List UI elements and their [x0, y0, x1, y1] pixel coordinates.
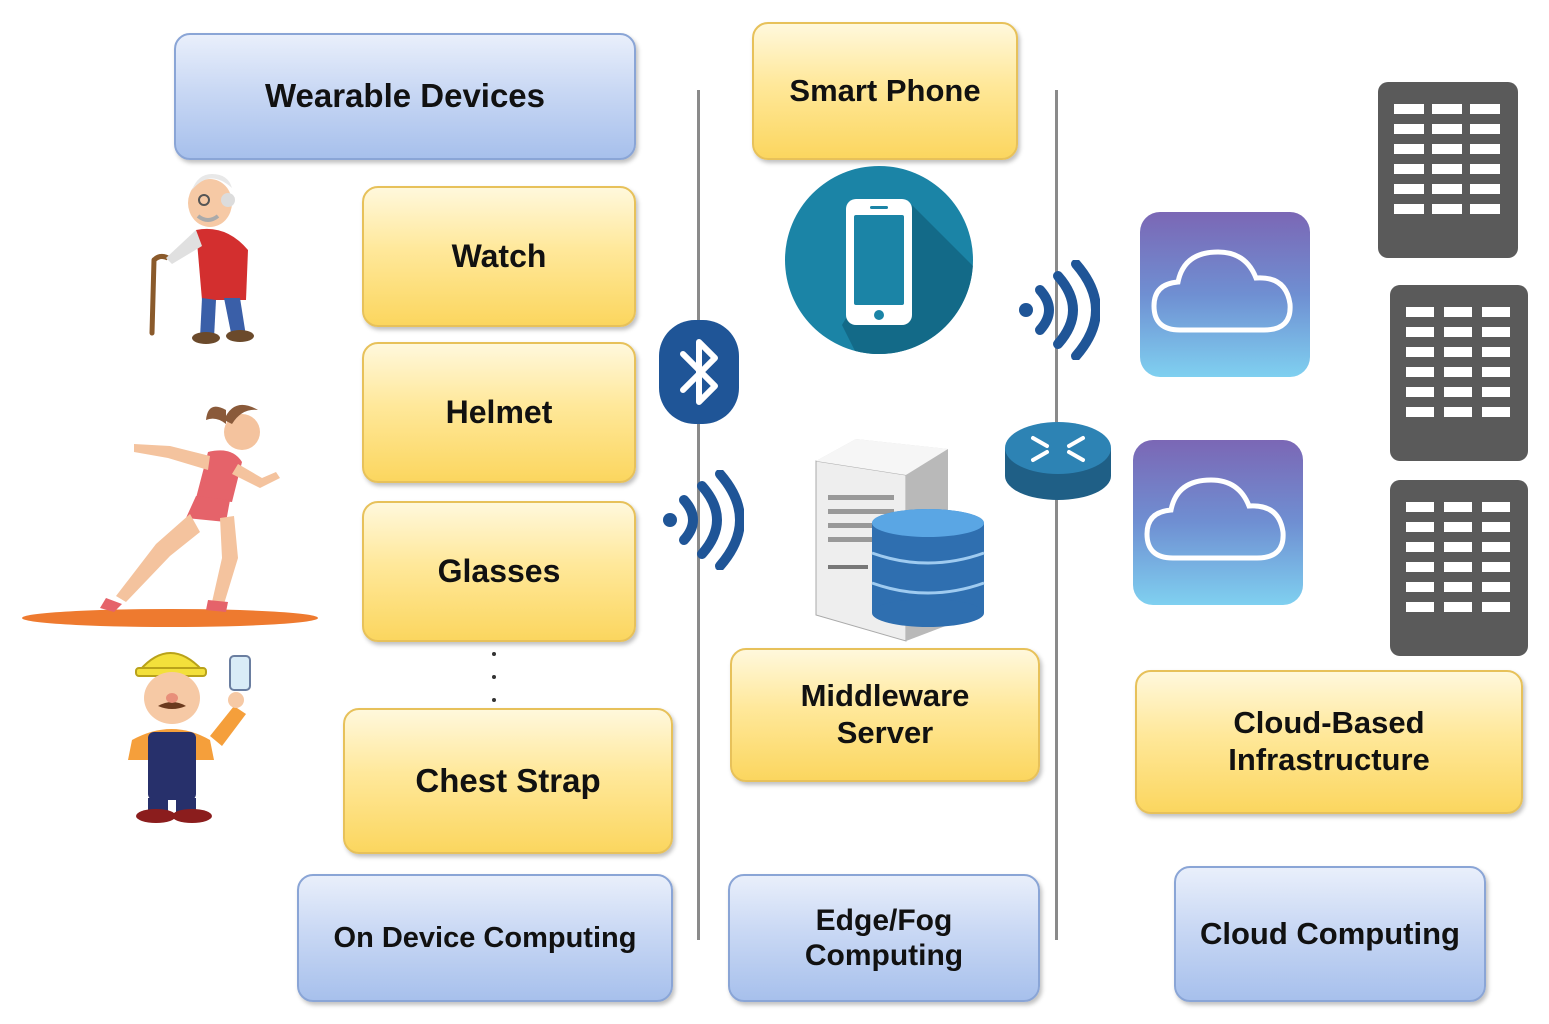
device-label-watch: Watch [451, 237, 547, 274]
server-database-icon [815, 439, 985, 642]
middleware-server-box: Middleware Server [730, 648, 1040, 782]
ellipsis-dot [492, 698, 496, 702]
server-rack-icon-1 [1378, 82, 1518, 258]
wifi-signal-icon-right [1019, 260, 1100, 360]
device-box-glasses: Glasses [362, 501, 636, 642]
wearable-devices-label: Wearable Devices [264, 77, 546, 115]
smartphone-icon [785, 166, 973, 354]
smart-phone-label: Smart Phone [789, 72, 981, 108]
layer-label-cloud: Cloud Computing [1200, 915, 1460, 951]
ellipsis-dot [492, 652, 496, 656]
device-box-chest-strap: Chest Strap [343, 708, 673, 854]
device-box-watch: Watch [362, 186, 636, 327]
elderly-person-icon [149, 174, 254, 344]
device-label-glasses: Glasses [437, 552, 561, 589]
wearable-devices-header: Wearable Devices [174, 33, 636, 160]
device-box-helmet: Helmet [362, 342, 636, 483]
cloud-infrastructure-box: Cloud-Based Infrastructure [1135, 670, 1523, 814]
divider-line-right [1055, 90, 1058, 940]
layer-label-device: On Device Computing [333, 921, 637, 954]
layer-cloud-computing: Cloud Computing [1174, 866, 1486, 1002]
worker-icon [128, 652, 251, 823]
ellipsis-dot [492, 675, 496, 679]
wifi-signal-icon-left [663, 470, 744, 570]
runner-icon [22, 404, 318, 627]
layer-edge-fog-computing: Edge/Fog Computing [728, 874, 1040, 1002]
cloud-icon-top [1140, 212, 1310, 377]
cloud-infrastructure-label: Cloud-Based Infrastructure [1228, 705, 1430, 777]
device-label-chest-strap: Chest Strap [415, 761, 601, 799]
device-label-helmet: Helmet [445, 393, 553, 430]
smart-phone-box: Smart Phone [752, 22, 1018, 160]
server-rack-icon-2 [1390, 285, 1528, 461]
layer-on-device-computing: On Device Computing [297, 874, 673, 1002]
router-icon [1005, 422, 1111, 500]
cloud-icon-bottom [1133, 440, 1303, 605]
layer-label-edge: Edge/Fog Computing [804, 903, 964, 972]
server-rack-icon-3 [1390, 480, 1528, 656]
middleware-server-label: Middleware Server [800, 678, 970, 750]
divider-line-left [697, 90, 700, 940]
bluetooth-icon [659, 320, 739, 424]
